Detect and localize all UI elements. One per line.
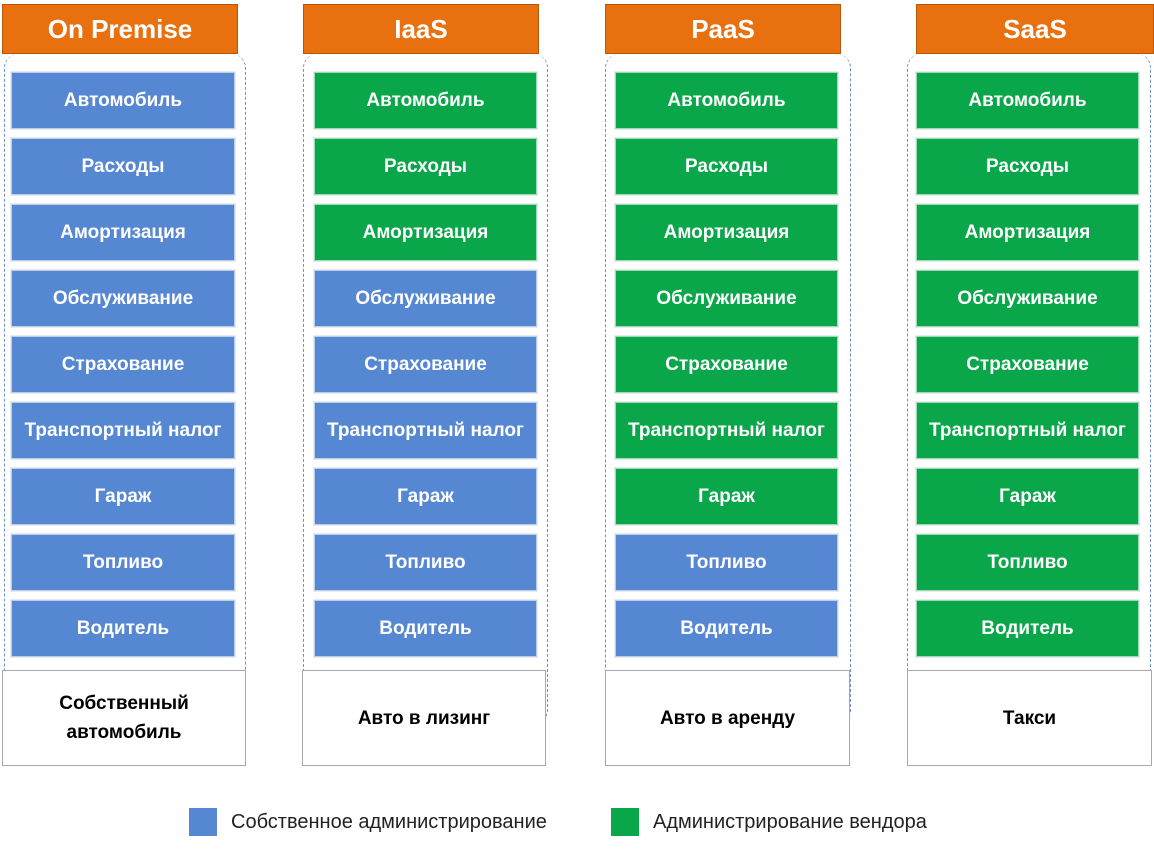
column-on-premise-cell: Водитель (11, 600, 235, 657)
column-on-premise-cell: Топливо (11, 534, 235, 591)
column-paas-cell: Обслуживание (615, 270, 838, 327)
column-saas-cell: Обслуживание (916, 270, 1139, 327)
column-on-premise-cell: Амортизация (11, 204, 235, 261)
column-saas-cell: Расходы (916, 138, 1139, 195)
column-saas-header: SaaS (916, 4, 1154, 54)
column-saas-cell: Топливо (916, 534, 1139, 591)
column-saas-cell: Водитель (916, 600, 1139, 657)
column-paas-cell: Автомобиль (615, 72, 838, 129)
column-paas-header: PaaS (605, 4, 841, 54)
column-on-premise-cell: Транспортный налог (11, 402, 235, 459)
column-paas-cell: Гараж (615, 468, 838, 525)
column-iaas-cell: Водитель (314, 600, 537, 657)
column-paas-cell: Водитель (615, 600, 838, 657)
column-saas-footer: Такси (907, 670, 1152, 766)
legend-own-swatch (189, 808, 217, 836)
column-on-premise-cell: Автомобиль (11, 72, 235, 129)
column-iaas-header: IaaS (303, 4, 539, 54)
column-iaas-cell: Гараж (314, 468, 537, 525)
column-paas-cell: Топливо (615, 534, 838, 591)
column-on-premise-cell: Страхование (11, 336, 235, 393)
column-iaas-cell: Топливо (314, 534, 537, 591)
column-paas-cell: Страхование (615, 336, 838, 393)
column-on-premise-cell: Гараж (11, 468, 235, 525)
column-saas-cell: Страхование (916, 336, 1139, 393)
column-saas-cell: Транспортный налог (916, 402, 1139, 459)
legend-vendor-swatch (611, 808, 639, 836)
column-paas-footer: Авто в аренду (605, 670, 850, 766)
legend-vendor-label: Администрирование вендора (653, 811, 927, 833)
column-iaas-cell: Автомобиль (314, 72, 537, 129)
column-iaas-cell: Транспортный налог (314, 402, 537, 459)
column-iaas-cell: Расходы (314, 138, 537, 195)
column-iaas-cell: Страхование (314, 336, 537, 393)
column-iaas-footer: Авто в лизинг (302, 670, 546, 766)
column-iaas-cell: Обслуживание (314, 270, 537, 327)
column-iaas-cell: Амортизация (314, 204, 537, 261)
column-paas-cell: Транспортный налог (615, 402, 838, 459)
column-paas-cell: Амортизация (615, 204, 838, 261)
column-on-premise-footer: Собственный автомобиль (2, 670, 246, 766)
column-on-premise-cell: Обслуживание (11, 270, 235, 327)
column-on-premise-cell: Расходы (11, 138, 235, 195)
column-saas-cell: Амортизация (916, 204, 1139, 261)
column-saas-cell: Гараж (916, 468, 1139, 525)
column-saas-cell: Автомобиль (916, 72, 1139, 129)
column-paas-cell: Расходы (615, 138, 838, 195)
legend-own-label: Собственное администрирование (231, 811, 547, 833)
column-on-premise-header: On Premise (2, 4, 238, 54)
